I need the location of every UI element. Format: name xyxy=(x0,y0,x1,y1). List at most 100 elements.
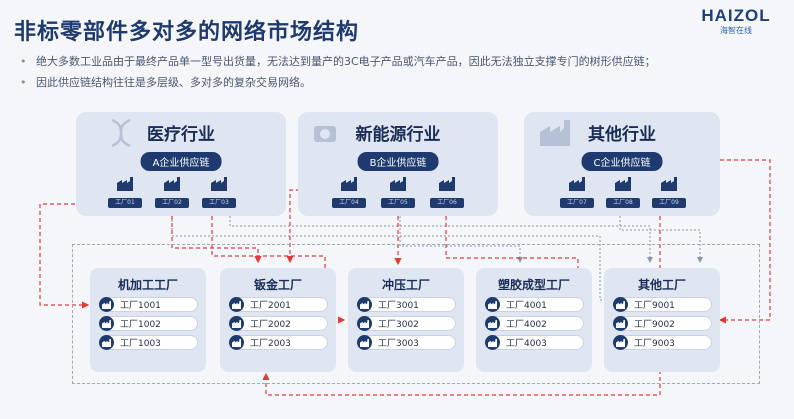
sub-factory-label: 工厂3002 xyxy=(378,320,419,330)
factory-icon xyxy=(117,177,133,191)
factory-icon xyxy=(229,297,244,312)
sub-factory-item: 工厂3001 xyxy=(357,297,456,312)
factory-card-plastic-molding: 塑胶成型工厂 工厂4001 工厂4002 工厂4003 xyxy=(476,268,592,372)
sub-factory-item: 工厂4003 xyxy=(485,335,584,350)
factory-card-stamping: 冲压工厂 工厂3001 工厂3002 工厂3003 xyxy=(348,268,464,372)
logo-main-text: HAIZOL xyxy=(701,6,771,25)
plant-node: 工厂02 xyxy=(155,176,189,208)
plant-node: 工厂01 xyxy=(108,176,142,208)
plant-label: 工厂02 xyxy=(155,198,189,208)
sub-factory-item: 工厂1001 xyxy=(99,297,198,312)
supply-chain-badge: A企业供应链 xyxy=(140,152,222,171)
factory-icon xyxy=(569,177,585,191)
sub-factory-label: 工厂9003 xyxy=(634,339,675,349)
factory-icon xyxy=(613,335,628,350)
brand-logo: HAIZOL 海智在线 xyxy=(690,6,782,42)
plant-node: 工厂05 xyxy=(381,176,415,208)
sub-factory-item: 工厂9003 xyxy=(613,335,712,350)
sub-factory-label: 工厂2001 xyxy=(250,301,291,311)
factory-icon xyxy=(99,297,114,312)
factory-icon xyxy=(211,177,227,191)
red-link xyxy=(171,216,262,264)
sub-factory-item: 工厂9002 xyxy=(613,316,712,331)
bullet-item: 绝大多数工业品由于最终产品单一型号出货量，无法达到量产的3C电子产品或汽车产品，… xyxy=(20,54,790,70)
factory-icon xyxy=(390,177,406,191)
factory-group-frame xyxy=(72,244,760,384)
factory-icon xyxy=(485,335,500,350)
industry-card-medical: 医疗行业 A企业供应链 工厂01 工厂02 工厂03 xyxy=(76,112,286,216)
factory-icon xyxy=(439,177,455,191)
factory-icon xyxy=(229,316,244,331)
engine-icon xyxy=(314,126,336,142)
industry-card-new-energy: 新能源行业 B企业供应链 工厂04 工厂05 工厂06 xyxy=(298,112,498,216)
plant-label: 工厂08 xyxy=(606,198,640,208)
industry-title: 新能源行业 xyxy=(355,125,441,145)
sub-factory-label: 工厂1003 xyxy=(120,339,161,349)
sub-factory-item: 工厂2001 xyxy=(229,297,328,312)
sub-factory-item: 工厂9001 xyxy=(613,297,712,312)
supply-chain-badge: B企业供应链 xyxy=(357,152,439,171)
plant-label: 工厂09 xyxy=(652,198,686,208)
factory-icon xyxy=(613,316,628,331)
plant-label: 工厂03 xyxy=(202,198,236,208)
factory-title: 其他工厂 xyxy=(637,278,686,292)
plant-label: 工厂04 xyxy=(332,198,366,208)
factory-icon xyxy=(99,335,114,350)
sub-factory-label: 工厂1002 xyxy=(120,320,161,330)
plant-label: 工厂06 xyxy=(430,198,464,208)
sub-factory-label: 工厂9002 xyxy=(634,320,675,330)
industry-title: 其他行业 xyxy=(588,125,656,145)
bullet-list: 绝大多数工业品由于最终产品单一型号出货量，无法达到量产的3C电子产品或汽车产品，… xyxy=(20,54,790,96)
sub-factory-item: 工厂2003 xyxy=(229,335,328,350)
plant-node: 工厂03 xyxy=(202,176,236,208)
factory-title: 冲压工厂 xyxy=(381,278,430,292)
sub-factory-label: 工厂3003 xyxy=(378,339,419,349)
plant-node: 工厂08 xyxy=(606,176,640,208)
plant-label: 工厂01 xyxy=(108,198,142,208)
factory-icon xyxy=(357,316,372,331)
dna-icon xyxy=(111,118,131,148)
factory-title: 机加工工厂 xyxy=(117,278,178,292)
factory-icon xyxy=(357,297,372,312)
plant-node: 工厂06 xyxy=(430,176,464,208)
factory-icon xyxy=(485,316,500,331)
factory-icon xyxy=(613,297,628,312)
sub-factory-item: 工厂4002 xyxy=(485,316,584,331)
sub-factory-label: 工厂2003 xyxy=(250,339,291,349)
plant-label: 工厂07 xyxy=(560,198,594,208)
plant-node: 工厂09 xyxy=(652,176,686,208)
plant-node: 工厂04 xyxy=(332,176,366,208)
logo-sub-text: 海智在线 xyxy=(720,26,752,35)
factory-icon xyxy=(540,120,570,146)
plant-label: 工厂05 xyxy=(381,198,415,208)
factory-icon xyxy=(615,177,631,191)
red-link xyxy=(39,203,110,309)
sub-factory-label: 工厂9001 xyxy=(634,301,675,311)
factory-icon xyxy=(99,316,114,331)
sub-factory-item: 工厂3003 xyxy=(357,335,456,350)
sub-factory-item: 工厂1003 xyxy=(99,335,198,350)
plant-node: 工厂07 xyxy=(560,176,594,208)
sub-factory-label: 工厂4002 xyxy=(506,320,547,330)
factory-title: 塑胶成型工厂 xyxy=(497,278,570,292)
sub-factory-label: 工厂3001 xyxy=(378,301,419,311)
sub-factory-item: 工厂1002 xyxy=(99,316,198,331)
factory-card-sheet-metal: 钣金工厂 工厂2001 工厂2002 工厂2003 xyxy=(220,268,336,372)
factory-card-machining: 机加工工厂 工厂1001 工厂1002 工厂1003 xyxy=(90,268,206,372)
factory-icon xyxy=(661,177,677,191)
sub-factory-item: 工厂4001 xyxy=(485,297,584,312)
factory-icon xyxy=(485,297,500,312)
factory-icon xyxy=(229,335,244,350)
sub-factory-item: 工厂3002 xyxy=(357,316,456,331)
red-link xyxy=(718,159,771,324)
industry-card-other: 其他行业 C企业供应链 工厂07 工厂08 工厂09 xyxy=(524,112,720,216)
sub-factory-item: 工厂2002 xyxy=(229,316,328,331)
page-title: 非标零部件多对多的网络市场结构 xyxy=(14,20,360,45)
gray-link xyxy=(399,216,523,263)
supply-chain-badge: C企业供应链 xyxy=(581,152,663,171)
industry-title: 医疗行业 xyxy=(147,125,215,145)
bullet-item: 因此供应链结构往往是多层级、多对多的复杂交易网络。 xyxy=(20,75,790,91)
red-link xyxy=(286,189,300,264)
red-link xyxy=(262,216,661,396)
factory-card-other: 其他工厂 工厂9001 工厂9002 工厂9003 xyxy=(604,268,720,372)
